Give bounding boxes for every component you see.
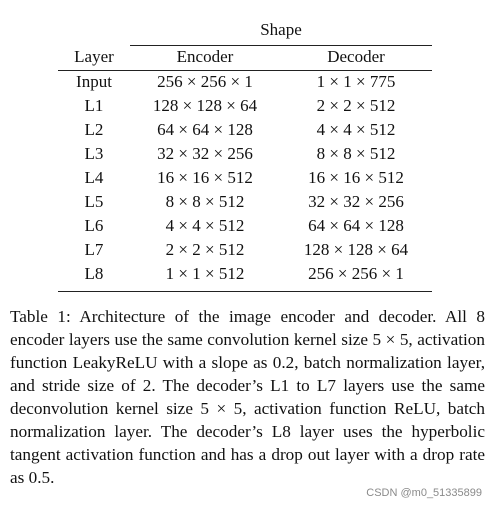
watermark: CSDN @m0_51335899: [366, 487, 482, 499]
cell-encoder-shape: 1 × 1 × 512: [165, 264, 245, 283]
cell-decoder-shape: 128 × 128 × 64: [303, 240, 409, 259]
cell-encoder-shape: 32 × 32 × 256: [157, 144, 253, 163]
table-row: L7 2 × 2 × 512 128 × 128 × 64: [58, 240, 432, 264]
cell-layer: L4: [84, 168, 104, 187]
column-header-layer: Layer: [74, 47, 114, 66]
cell-encoder-shape: 4 × 4 × 512: [165, 216, 245, 235]
table-row: L6 4 × 4 × 512 64 × 64 × 128: [58, 216, 432, 240]
cell-decoder-shape: 1 × 1 × 775: [316, 72, 396, 91]
cell-layer: L3: [84, 144, 104, 163]
table-row: L5 8 × 8 × 512 32 × 32 × 256: [58, 192, 432, 216]
column-header-encoder: Encoder: [176, 47, 234, 66]
table-row: Input 256 × 256 × 1 1 × 1 × 775: [58, 72, 432, 96]
cell-layer: L1: [84, 96, 104, 115]
table-row: L3 32 × 32 × 256 8 × 8 × 512: [58, 144, 432, 168]
table-row: L4 16 × 16 × 512 16 × 16 × 512: [58, 168, 432, 192]
cell-decoder-shape: 16 × 16 × 512: [308, 168, 404, 187]
cell-decoder-shape: 2 × 2 × 512: [316, 96, 396, 115]
cell-encoder-shape: 16 × 16 × 512: [157, 168, 253, 187]
cell-layer: L5: [84, 192, 104, 211]
cell-layer: L8: [84, 264, 104, 283]
column-header-decoder: Decoder: [327, 47, 385, 66]
cell-encoder-shape: 8 × 8 × 512: [165, 192, 245, 211]
table-caption: Table 1: Architecture of the image encod…: [10, 307, 485, 487]
table-bottom-rule: [58, 291, 432, 292]
table-row: L8 1 × 1 × 512 256 × 256 × 1: [58, 264, 432, 288]
cell-decoder-shape: 256 × 256 × 1: [308, 264, 404, 283]
shape-group-header: Shape: [260, 20, 302, 39]
cell-decoder-shape: 32 × 32 × 256: [308, 192, 404, 211]
table-header-row: Layer Encoder Decoder: [58, 47, 432, 71]
cell-layer: L2: [84, 120, 104, 139]
header-rule: [58, 70, 432, 71]
table-row: L1 128 × 128 × 64 2 × 2 × 512: [58, 96, 432, 120]
cell-encoder-shape: 128 × 128 × 64: [152, 96, 258, 115]
cell-layer: L6: [84, 216, 104, 235]
cell-layer: Input: [76, 72, 112, 91]
cell-layer: L7: [84, 240, 104, 259]
cell-encoder-shape: 64 × 64 × 128: [157, 120, 253, 139]
cell-decoder-shape: 64 × 64 × 128: [308, 216, 404, 235]
cell-decoder-shape: 8 × 8 × 512: [316, 144, 396, 163]
cell-encoder-shape: 256 × 256 × 1: [157, 72, 253, 91]
cell-encoder-shape: 2 × 2 × 512: [165, 240, 245, 259]
group-header-rule: [130, 45, 432, 46]
cell-decoder-shape: 4 × 4 × 512: [316, 120, 396, 139]
table-row: L2 64 × 64 × 128 4 × 4 × 512: [58, 120, 432, 144]
